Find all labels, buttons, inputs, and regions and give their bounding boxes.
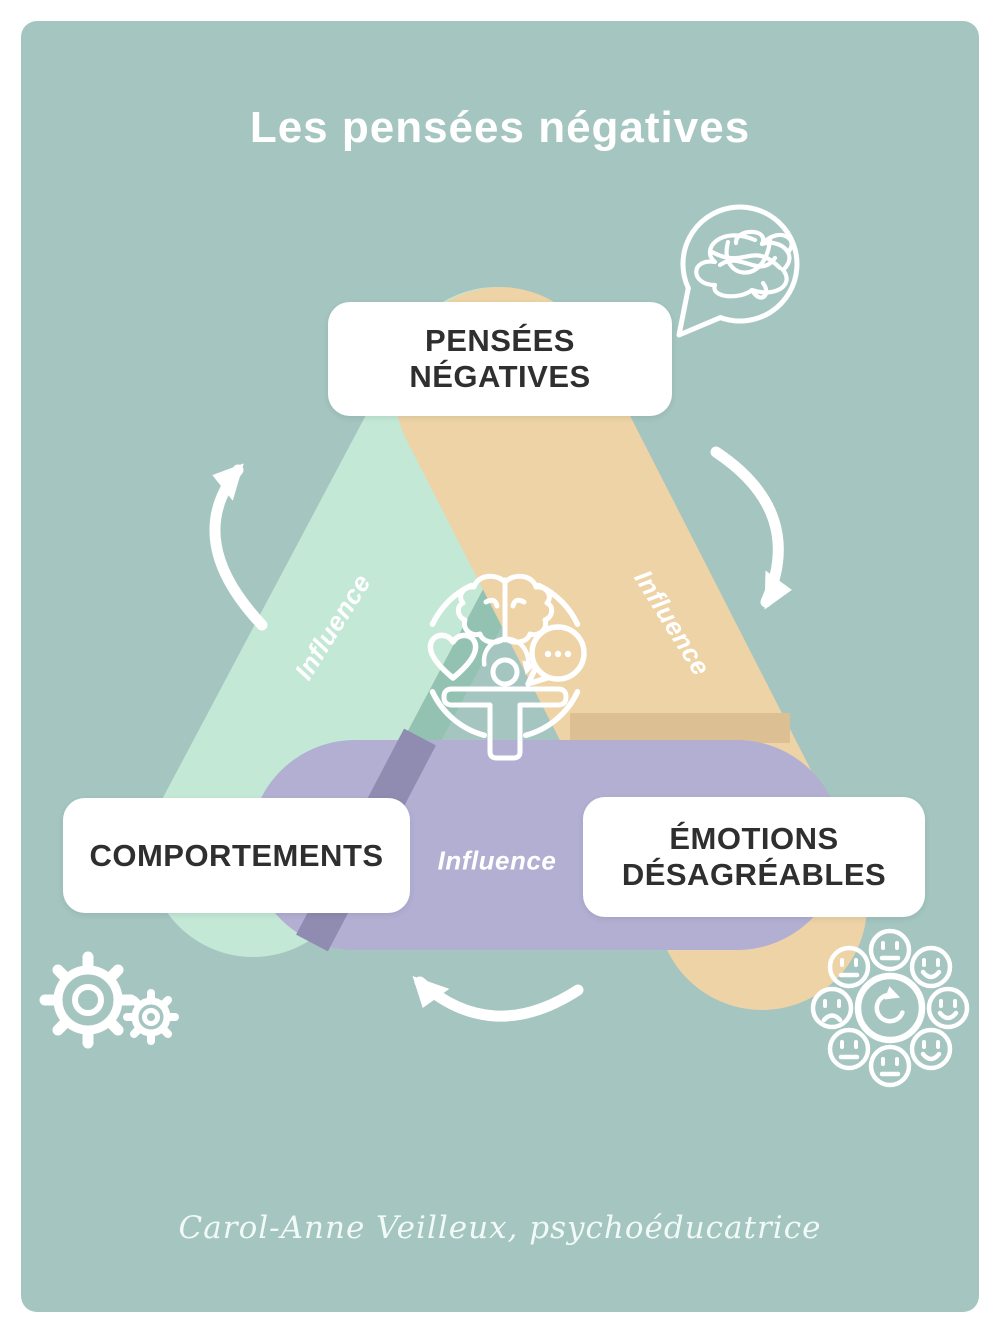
face-neutral — [827, 1027, 871, 1071]
cycle-arrow-down-right — [710, 446, 792, 610]
small-gear-icon — [123, 989, 179, 1045]
speech-bubble-outline — [680, 204, 800, 324]
node-thoughts-label: PENSÉES NÉGATIVES — [409, 323, 591, 394]
speech-bubble-tail — [676, 285, 723, 338]
scribble — [694, 229, 794, 300]
mind-body-icon — [427, 573, 587, 761]
gears-icon — [39, 951, 179, 1049]
footer-credit: Carol-Anne Veilleux, psychoéducatrice — [178, 1210, 822, 1246]
page-title: Les pensées négatives — [249, 103, 751, 152]
node-behaviors-label: COMPORTEMENTS — [89, 837, 384, 873]
node-thoughts-box: PENSÉES NÉGATIVES — [328, 302, 672, 416]
refresh-cycle-icon — [854, 972, 926, 1044]
cycle-arrow-bottom — [412, 975, 584, 1022]
node-emotions-box: ÉMOTIONS DÉSAGRÉABLES — [583, 797, 925, 917]
face-sad — [810, 986, 854, 1030]
tangled-thoughts-icon — [676, 204, 800, 338]
emotions-faces-icon — [810, 928, 970, 1088]
node-behaviors-box: COMPORTEMENTS — [63, 798, 410, 913]
face-smile — [909, 1027, 953, 1071]
cycle-arrow-up-left — [209, 463, 268, 631]
face-neutral — [868, 1044, 912, 1088]
face-neutral — [827, 945, 871, 989]
heart-icon — [427, 632, 479, 681]
brain-icon — [455, 573, 555, 645]
face-smile — [926, 986, 970, 1030]
person-icon — [441, 636, 569, 761]
edge-label-bottom: Influence — [437, 845, 557, 876]
node-emotions-label: ÉMOTIONS DÉSAGRÉABLES — [621, 821, 887, 892]
large-gear-icon — [39, 951, 137, 1049]
speech-dots-icon — [525, 624, 587, 687]
poster-card — [21, 21, 979, 1312]
face-neutral — [868, 928, 912, 972]
face-smile — [909, 945, 953, 989]
